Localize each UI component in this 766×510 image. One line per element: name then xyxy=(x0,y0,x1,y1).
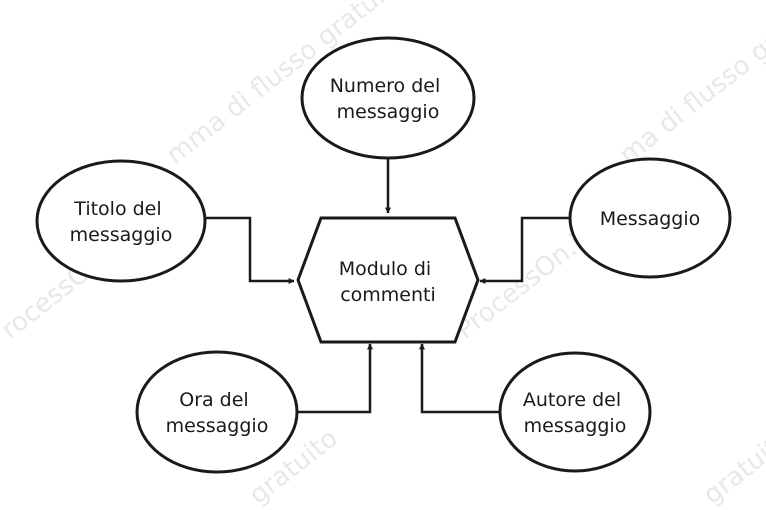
node-ora-ellipse xyxy=(135,350,299,474)
node-titolo-ellipse xyxy=(35,159,207,283)
connector-titolo-to-center xyxy=(205,216,295,284)
node-messaggio-label: Messaggio xyxy=(600,208,701,230)
node-titolo[interactable]: Titolo del messaggio xyxy=(35,159,207,283)
connector-messaggio-to-center xyxy=(479,216,570,284)
node-autore-line-1: Autore del xyxy=(523,389,621,411)
node-numero[interactable]: Numero del messaggio xyxy=(300,36,476,160)
connector-layer xyxy=(205,158,570,414)
node-ora-line-2: messaggio xyxy=(166,415,269,437)
node-titolo-line-2: messaggio xyxy=(70,224,173,246)
node-autore[interactable]: Autore del messaggio xyxy=(498,351,652,473)
connector-autore-to-center xyxy=(419,343,500,414)
node-ora[interactable]: Ora del messaggio xyxy=(135,350,299,474)
node-ora-line-1: Ora del xyxy=(179,389,248,411)
connector-ora-to-center xyxy=(296,343,373,414)
node-titolo-line-1: Titolo del xyxy=(73,198,161,220)
center-node[interactable]: Modulo di commenti xyxy=(296,216,480,344)
node-ora-label: Ora del messaggio xyxy=(166,389,269,437)
node-autore-ellipse xyxy=(498,351,652,473)
node-autore-label: Autore del messaggio xyxy=(523,389,627,437)
center-label-line-2: commenti xyxy=(340,284,436,306)
node-messaggio[interactable]: Messaggio xyxy=(568,157,732,279)
node-messaggio-ellipse xyxy=(568,157,732,279)
center-label-line-1: Modulo di xyxy=(339,258,431,280)
node-numero-line-2: messaggio xyxy=(337,101,440,123)
watermark-text-d: ma di flusso gra xyxy=(614,18,766,170)
node-autore-line-2: messaggio xyxy=(524,415,627,437)
node-messaggio-line-1: Messaggio xyxy=(600,208,701,230)
node-titolo-label: Titolo del messaggio xyxy=(70,198,173,246)
node-numero-label: Numero del messaggio xyxy=(330,75,447,123)
node-numero-line-1: Numero del xyxy=(330,75,441,97)
node-numero-ellipse xyxy=(300,36,476,160)
watermark-text-f: gratuito xyxy=(698,423,766,510)
center-hexagon xyxy=(296,216,480,344)
center-label: Modulo di commenti xyxy=(339,258,437,306)
